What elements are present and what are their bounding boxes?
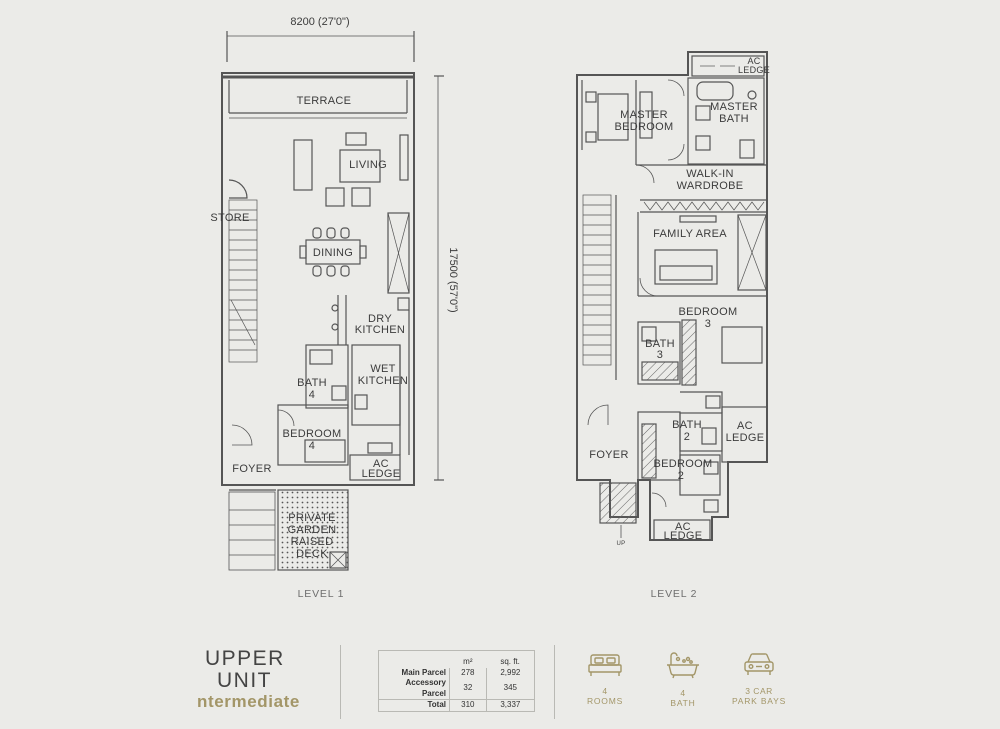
feature-rooms: 4 ROOMS xyxy=(570,651,640,706)
level-2-plan xyxy=(576,51,768,541)
room-bedroom-3: BEDROOM xyxy=(679,306,738,318)
room-master-bath-2: BATH xyxy=(719,113,749,125)
room-garden-1: PRIVATE xyxy=(288,512,336,524)
room-walk-in-wardrobe: WALK-IN xyxy=(686,168,734,180)
room-garden-3: RAISED xyxy=(291,536,334,548)
room-ac-ledge-top: AC xyxy=(747,56,760,66)
unit-title-line-1: UPPER xyxy=(205,647,285,670)
room-master-bedroom-2: BEDROOM xyxy=(615,121,674,133)
room-dry-kitchen: DRY xyxy=(368,313,392,325)
room-ac-ledge-l1-2: LEDGE xyxy=(362,468,401,480)
feature-parking: 3 CAR PARK BAYS xyxy=(724,651,794,706)
feature-rooms-label: ROOMS xyxy=(586,696,624,706)
room-bedroom-2-num: 2 xyxy=(678,470,684,482)
room-ac-ledge-right: AC xyxy=(737,420,753,432)
floor-plans: 8200 (27'0") 17500 (57'0") xyxy=(210,16,770,600)
feature-bath: 4 BATH xyxy=(648,651,718,708)
table-row: Main Parcel 278 2,992 xyxy=(379,667,534,678)
room-ac-ledge-top-2: LEDGE xyxy=(738,65,770,75)
feature-parking-label: PARK BAYS xyxy=(731,696,787,706)
feature-bath-value: 4 xyxy=(680,688,686,698)
table-row: Accessory Parcel 32 345 xyxy=(379,678,534,700)
room-bath-3-num: 3 xyxy=(657,349,663,361)
room-walk-in-wardrobe-2: WARDROBE xyxy=(677,180,744,192)
room-bedroom-4-num: 4 xyxy=(309,440,315,452)
room-living: LIVING xyxy=(349,159,387,171)
column-header-sqft: sq. ft. xyxy=(500,657,520,666)
column-header-m2: m² xyxy=(463,657,473,666)
room-garden-4: DECK xyxy=(296,548,328,560)
room-bath-3: BATH xyxy=(645,338,675,350)
room-garden-2: GARDEN xyxy=(288,524,337,536)
bed-icon xyxy=(588,654,622,676)
level-2-labels: AC LEDGE MASTER BEDROOM MASTER BATH WALK… xyxy=(589,56,770,600)
unit-title-line-2: UNIT xyxy=(217,669,272,692)
level-1-labels: TERRACE LIVING STORE DINING DRY KITCHEN … xyxy=(210,95,408,600)
room-dining: DINING xyxy=(313,247,353,259)
unit-title: UPPER UNIT ntermediate xyxy=(197,647,300,712)
room-bath-2: BATH xyxy=(672,419,702,431)
level-1-plan: 8200 (27'0") 17500 (57'0") xyxy=(221,16,459,571)
room-foyer-l1: FOYER xyxy=(232,463,271,475)
table-row: Total 310 3,337 xyxy=(379,699,534,711)
footer-divider-2 xyxy=(554,645,555,719)
room-ac-ledge-right-2: LEDGE xyxy=(726,432,765,444)
room-store: STORE xyxy=(210,212,249,224)
room-bedroom-2: BEDROOM xyxy=(654,458,713,470)
room-bedroom-4: BEDROOM xyxy=(283,428,342,440)
width-dimension xyxy=(226,31,415,62)
depth-dimension-label: 17500 (57'0") xyxy=(447,247,459,312)
level-1-label: LEVEL 1 xyxy=(298,588,345,600)
feature-bath-label: BATH xyxy=(670,698,696,708)
room-terrace: TERRACE xyxy=(297,95,352,107)
width-dimension-label: 8200 (27'0") xyxy=(290,16,349,28)
car-icon xyxy=(744,653,774,675)
room-bath-4: BATH xyxy=(297,377,327,389)
room-wet-kitchen-2: KITCHEN xyxy=(358,375,408,387)
feature-parking-value: 3 CAR xyxy=(745,686,773,696)
room-bedroom-3-num: 3 xyxy=(705,318,711,330)
room-ac-ledge-bottom: AC xyxy=(675,521,691,533)
room-bath-2-num: 2 xyxy=(684,431,690,443)
unit-type: ntermediate xyxy=(197,692,300,711)
feature-rooms-value: 4 xyxy=(602,686,608,696)
room-foyer-l2: FOYER xyxy=(589,449,628,461)
stair-up-mark: UP xyxy=(617,541,626,547)
footer-divider-1 xyxy=(340,645,341,719)
room-bath-4-num: 4 xyxy=(309,389,315,401)
room-master-bedroom: MASTER xyxy=(620,109,668,121)
room-wet-kitchen: WET xyxy=(370,363,395,375)
room-ac-ledge-l1: AC xyxy=(373,458,389,470)
area-table: m² sq. ft. Main Parcel 278 2,992 Accesso… xyxy=(378,650,535,712)
bathtub-icon xyxy=(667,652,699,679)
depth-dimension xyxy=(434,75,444,481)
room-family-area: FAMILY AREA xyxy=(653,228,727,240)
level-2-label: LEVEL 2 xyxy=(651,588,698,600)
room-ac-ledge-bottom-2: LEDGE xyxy=(664,530,703,542)
room-master-bath: MASTER xyxy=(710,101,758,113)
room-dry-kitchen-2: KITCHEN xyxy=(355,324,405,336)
